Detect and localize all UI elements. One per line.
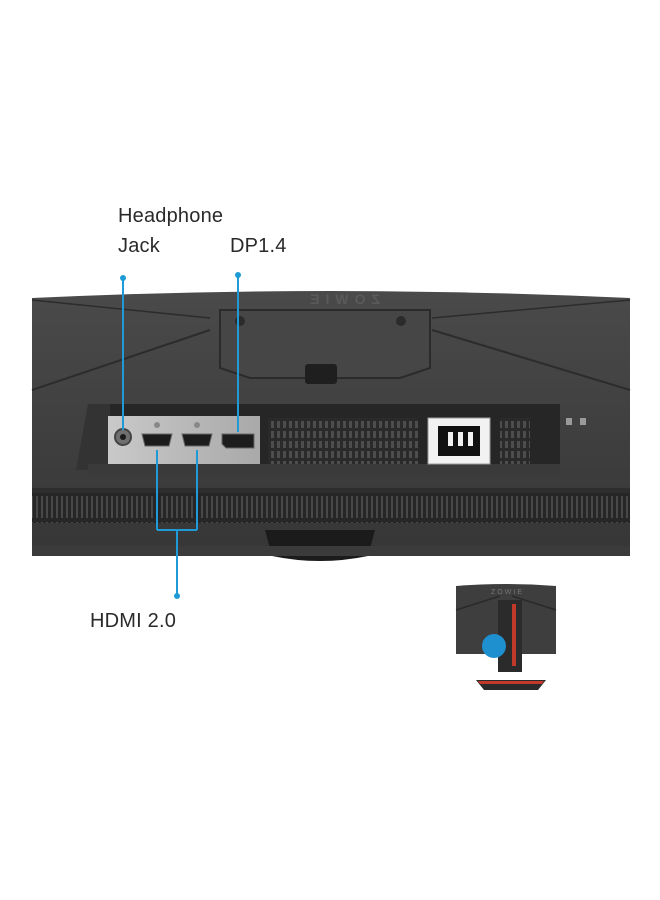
hdmi-port-1 <box>141 422 173 447</box>
control-button <box>265 530 375 561</box>
callout-lines <box>122 275 239 596</box>
power-socket <box>427 417 491 465</box>
inset-thumbnail: ZOWIE <box>448 580 566 690</box>
vent-grille-right <box>500 418 530 464</box>
headphone-label-line2: Jack <box>118 235 160 257</box>
hdmi-label: HDMI 2.0 <box>90 610 177 632</box>
brand-logo: ZOWIE <box>304 291 380 307</box>
headphone-label-line1: Headphone <box>118 205 224 227</box>
stand-mount-plate <box>219 309 431 384</box>
displayport-label: DP1.4 <box>230 235 287 257</box>
inset-brand-logo: ZOWIE <box>491 589 524 596</box>
callout-dots <box>120 272 241 599</box>
displayport-port <box>221 433 255 449</box>
inset-stand <box>498 600 522 672</box>
bottom-vent-strip <box>32 493 630 523</box>
headphone-jack-port <box>114 428 132 446</box>
vent-grille-left <box>268 418 418 464</box>
lock-icon <box>566 418 586 425</box>
hdmi-port-2 <box>181 422 213 447</box>
headphone-jack-label: Headphone Jack <box>118 201 223 261</box>
inset-highlight-dot <box>482 634 506 658</box>
